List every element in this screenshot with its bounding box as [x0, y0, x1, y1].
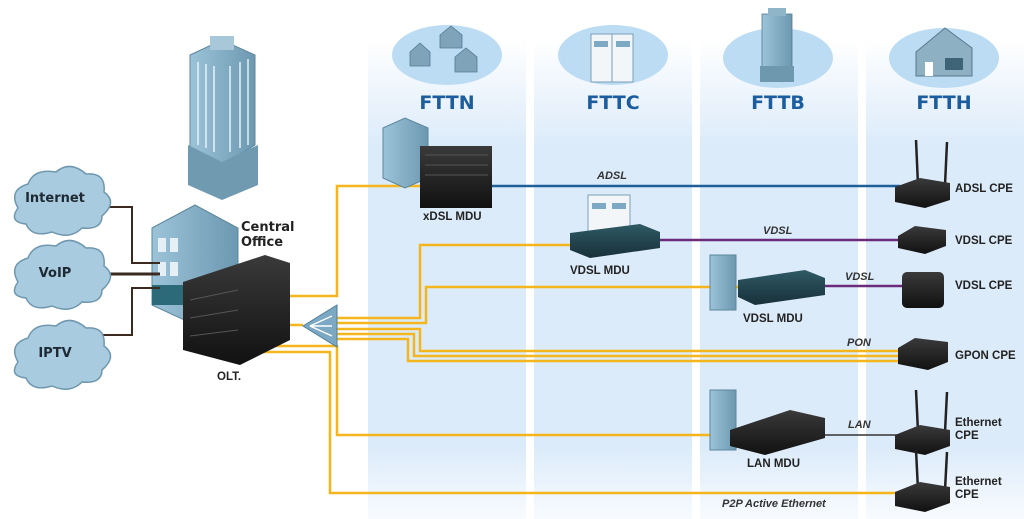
column-title-ftth: FTTH — [916, 92, 972, 114]
cpe-label-ethernet-2-line1: Ethernet — [955, 476, 1002, 488]
link-label-p2p: P2P Active Ethernet — [722, 498, 826, 510]
cpe-label-gpon: GPON CPE — [955, 350, 1016, 362]
column-title-fttn: FTTN — [419, 92, 475, 114]
ethernet-cpe-1-icon — [895, 389, 950, 455]
service-internet: Internet — [25, 191, 85, 206]
houses-icon — [392, 25, 502, 85]
adsl-cpe-icon — [895, 139, 950, 208]
fiber-lines — [240, 184, 900, 495]
cpe-label-ethernet-1-line1: Ethernet — [955, 417, 1002, 429]
cpe-label-ethernet-1-line2: CPE — [955, 430, 979, 442]
link-label-lan: LAN — [848, 419, 871, 431]
cpe-label-ethernet-2: Ethernet CPE — [955, 476, 1002, 502]
mdu-label-vdsl-fttc: VDSL MDU — [570, 265, 630, 277]
column-title-fttb: FTTB — [751, 92, 805, 114]
column-title-fttc: FTTC — [586, 92, 640, 114]
link-label-pon: PON — [847, 337, 871, 349]
mdu-label-vdsl-fttb: VDSL MDU — [743, 313, 803, 325]
cpe-label-ethernet-1: Ethernet CPE — [955, 417, 1002, 443]
tower-building-icon — [723, 8, 833, 88]
column-fttn-bg — [368, 40, 526, 519]
cpe-label-vdsl-2: VDSL CPE — [955, 280, 1013, 292]
mdu-label-xdsl: xDSL MDU — [423, 211, 482, 223]
street-cabinet-icon — [558, 25, 668, 85]
ethernet-cpe-2-icon — [895, 449, 950, 512]
central-office-line2: Office — [241, 235, 284, 250]
office-tower-icon — [188, 36, 258, 200]
olt-device-icon — [183, 255, 290, 365]
central-office-label: Central Office — [241, 220, 294, 250]
cpe-label-adsl: ADSL CPE — [955, 183, 1013, 195]
link-label-vdsl-2: VDSL — [845, 271, 875, 283]
gpon-cpe-icon — [898, 338, 948, 370]
vdsl-mdu-fttc-icon — [570, 194, 660, 258]
link-label-vdsl-1: VDSL — [763, 225, 793, 237]
lan-mdu-icon — [709, 389, 825, 455]
central-office-line1: Central — [241, 220, 295, 235]
service-iptv: IPTV — [38, 346, 72, 361]
service-voip: VoIP — [38, 266, 72, 281]
cloud-shapes — [13, 165, 112, 390]
house-icon — [889, 27, 999, 88]
column-fttc-bg — [534, 40, 692, 519]
olt-label: OLT. — [217, 371, 242, 383]
vdsl-cpe-2-icon — [902, 272, 944, 308]
mdu-label-lan: LAN MDU — [747, 458, 801, 470]
cpe-label-ethernet-2-line2: CPE — [955, 489, 979, 501]
cpe-label-vdsl-1: VDSL CPE — [955, 235, 1013, 247]
link-label-adsl: ADSL — [597, 170, 627, 182]
xdsl-mdu-icon — [382, 117, 492, 208]
optical-splitter-icon — [302, 304, 338, 348]
vdsl-cpe-1-icon — [898, 226, 946, 254]
vdsl-mdu-fttb-icon — [709, 254, 825, 311]
